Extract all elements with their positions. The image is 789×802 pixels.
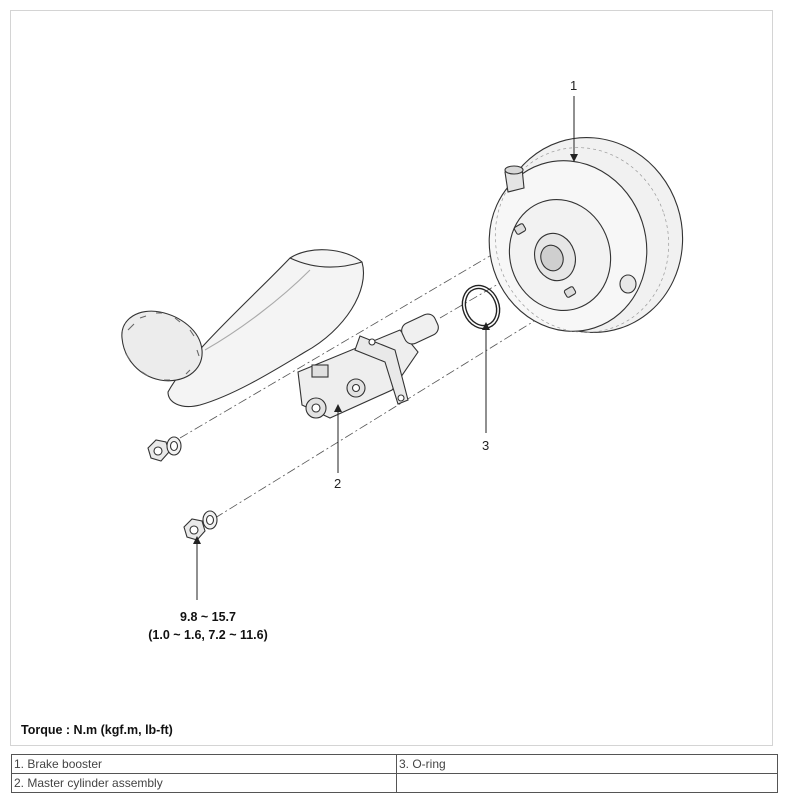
lower-nut-washer xyxy=(183,510,218,541)
callout-1: 1 xyxy=(570,78,577,93)
o-ring xyxy=(461,284,501,330)
torque-unit-label: Torque : N.m (kgf.m, lb-ft) xyxy=(21,723,173,737)
leader-lines xyxy=(193,96,578,600)
master-cylinder xyxy=(121,249,439,419)
alignment-lines xyxy=(179,249,566,519)
brake-booster xyxy=(488,137,684,333)
callout-2: 2 xyxy=(334,476,341,491)
legend-cell: 2. Master cylinder assembly xyxy=(11,773,397,793)
exploded-view-diagram: 1 3 2 9.8 ~ 15.7 (1.0 ~ 1.6, 7.2 ~ 11.6) xyxy=(121,78,684,642)
callout-3: 3 xyxy=(482,438,489,453)
legend-row: 2. Master cylinder assembly xyxy=(11,773,778,793)
parts-legend-table: 1. Brake booster 3. O-ring 2. Master cyl… xyxy=(11,754,778,793)
torque-value-nm: 9.8 ~ 15.7 xyxy=(180,610,236,624)
legend-cell xyxy=(396,773,778,793)
legend-cell: 3. O-ring xyxy=(396,754,778,774)
upper-nut-washer xyxy=(147,436,182,462)
torque-value-other: (1.0 ~ 1.6, 7.2 ~ 11.6) xyxy=(148,628,268,642)
legend-row: 1. Brake booster 3. O-ring xyxy=(11,754,778,774)
legend-cell: 1. Brake booster xyxy=(11,754,397,774)
